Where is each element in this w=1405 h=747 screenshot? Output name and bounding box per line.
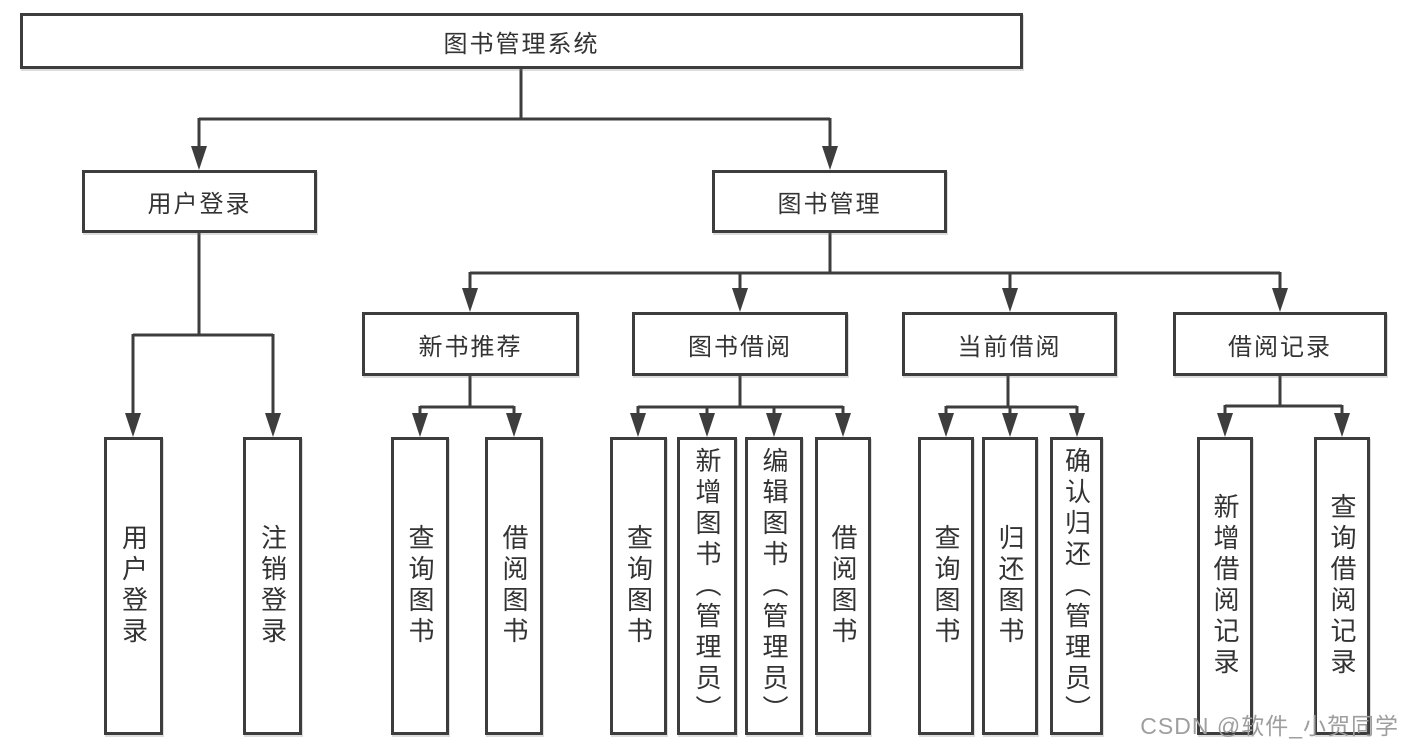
node-borrow-records: 借阅记录 [1173, 312, 1387, 376]
leaf-edit-books-admin: 编辑图书（管理员） [745, 437, 803, 735]
leaf-user-login: 用户登录 [104, 437, 163, 735]
leaf-label: 注销登录 [257, 524, 288, 648]
arrowheads [125, 146, 1350, 437]
node-book-borrow: 图书借阅 [632, 312, 848, 376]
leaf-borrow-books: 借阅图书 [815, 437, 871, 735]
node-user-login: 用户登录 [82, 170, 317, 233]
leaf-query-borrow-record: 查询借阅记录 [1314, 437, 1370, 735]
leaf-label: 编辑图书（管理员） [759, 446, 789, 726]
leaf-label: 借阅图书 [499, 524, 529, 648]
leaf-label: 查询图书 [931, 524, 961, 648]
leaf-label: 查询借阅记录 [1327, 493, 1357, 679]
leaf-query-books-borrow: 查询图书 [610, 437, 667, 735]
csdn-watermark: CSDN @软件_小贺同学 [1140, 713, 1399, 739]
leaf-label: 用户登录 [118, 524, 149, 648]
leaf-add-books-admin: 新增图书（管理员） [677, 437, 737, 735]
leaf-label: 查询图书 [405, 524, 435, 648]
node-book-management: 图书管理 [712, 170, 947, 233]
leaf-label: 借阅图书 [828, 524, 858, 648]
leaf-logout: 注销登录 [243, 437, 302, 735]
leaf-query-books-current: 查询图书 [918, 437, 974, 735]
leaf-label: 查询图书 [623, 524, 654, 648]
node-root: 图书管理系统 [20, 13, 1023, 69]
node-new-book-recommend: 新书推荐 [362, 312, 579, 376]
leaf-label: 归还图书 [995, 524, 1025, 648]
leaf-label: 确认归还（管理员） [1061, 446, 1092, 726]
leaf-return-books: 归还图书 [982, 437, 1038, 735]
leaf-label: 新增图书（管理员） [692, 446, 722, 726]
node-current-borrow: 当前借阅 [902, 312, 1117, 376]
leaf-borrow-books-recommend: 借阅图书 [485, 437, 543, 735]
leaf-query-books-recommend: 查询图书 [391, 437, 449, 735]
leaf-confirm-return-admin: 确认归还（管理员） [1050, 437, 1103, 735]
leaf-add-borrow-record: 新增借阅记录 [1197, 437, 1253, 735]
leaf-label: 新增借阅记录 [1210, 493, 1240, 679]
